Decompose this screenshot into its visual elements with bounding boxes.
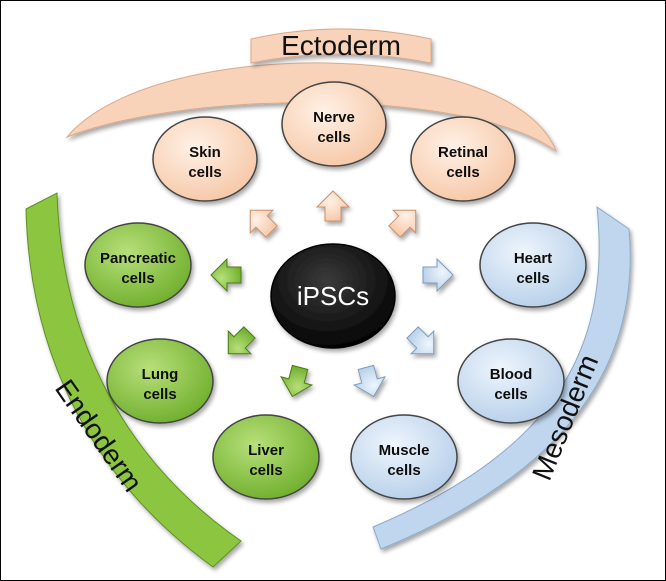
arrow-to-heart — [422, 258, 454, 292]
skin-cells-line2: cells — [188, 164, 221, 181]
arrow-to-muscle — [349, 362, 390, 402]
arrow-to-pancreatic — [210, 258, 242, 292]
lung-cells-line1: Lung — [142, 366, 179, 383]
muscle-cells-line2: cells — [387, 462, 420, 479]
pancreatic-cells-node: Pancreatic cells — [84, 222, 192, 308]
arrow-to-lung — [216, 320, 262, 366]
nerve-cells-line1: Nerve — [313, 109, 355, 126]
retinal-cells-line2: cells — [446, 164, 479, 181]
arrow-to-liver — [276, 362, 317, 402]
ectoderm-band — [65, 62, 558, 153]
retinal-cells-line1: Retinal — [438, 144, 488, 161]
mesoderm-band — [372, 205, 631, 550]
lung-cells-line2: cells — [143, 386, 176, 403]
blood-cells-line1: Blood — [490, 366, 533, 383]
endoderm-band — [25, 192, 242, 568]
arrow-to-retinal — [382, 198, 428, 244]
blood-cells-node: Blood cells — [457, 338, 565, 424]
retinal-cells-node: Retinal cells — [410, 116, 516, 202]
pancreatic-cells-line2: cells — [121, 270, 154, 287]
skin-cells-line1: Skin — [189, 144, 221, 161]
arrow-to-skin — [238, 198, 284, 244]
pancreatic-cells-line1: Pancreatic — [100, 250, 176, 267]
liver-cells-line1: Liver — [248, 442, 284, 459]
ectoderm-label-tab: Ectoderm — [250, 28, 432, 64]
muscle-cells-node: Muscle cells — [350, 414, 458, 500]
liver-cells-node: Liver cells — [212, 414, 320, 500]
ectoderm-label: Ectoderm — [281, 30, 401, 61]
arrow-to-nerve — [316, 190, 350, 222]
heart-cells-line1: Heart — [514, 250, 552, 267]
skin-cells-node: Skin cells — [152, 116, 258, 202]
heart-cells-node: Heart cells — [479, 222, 587, 308]
ipscs-label: iPSCs — [297, 281, 369, 311]
blood-cells-line2: cells — [494, 386, 527, 403]
heart-cells-line2: cells — [516, 270, 549, 287]
nerve-cells-line2: cells — [317, 129, 350, 146]
ipscs-node: iPSCs — [270, 243, 396, 349]
lung-cells-node: Lung cells — [106, 338, 214, 424]
nerve-cells-node: Nerve cells — [281, 81, 387, 167]
muscle-cells-line1: Muscle — [379, 442, 430, 459]
arrow-to-blood — [400, 320, 446, 366]
liver-cells-line2: cells — [249, 462, 282, 479]
